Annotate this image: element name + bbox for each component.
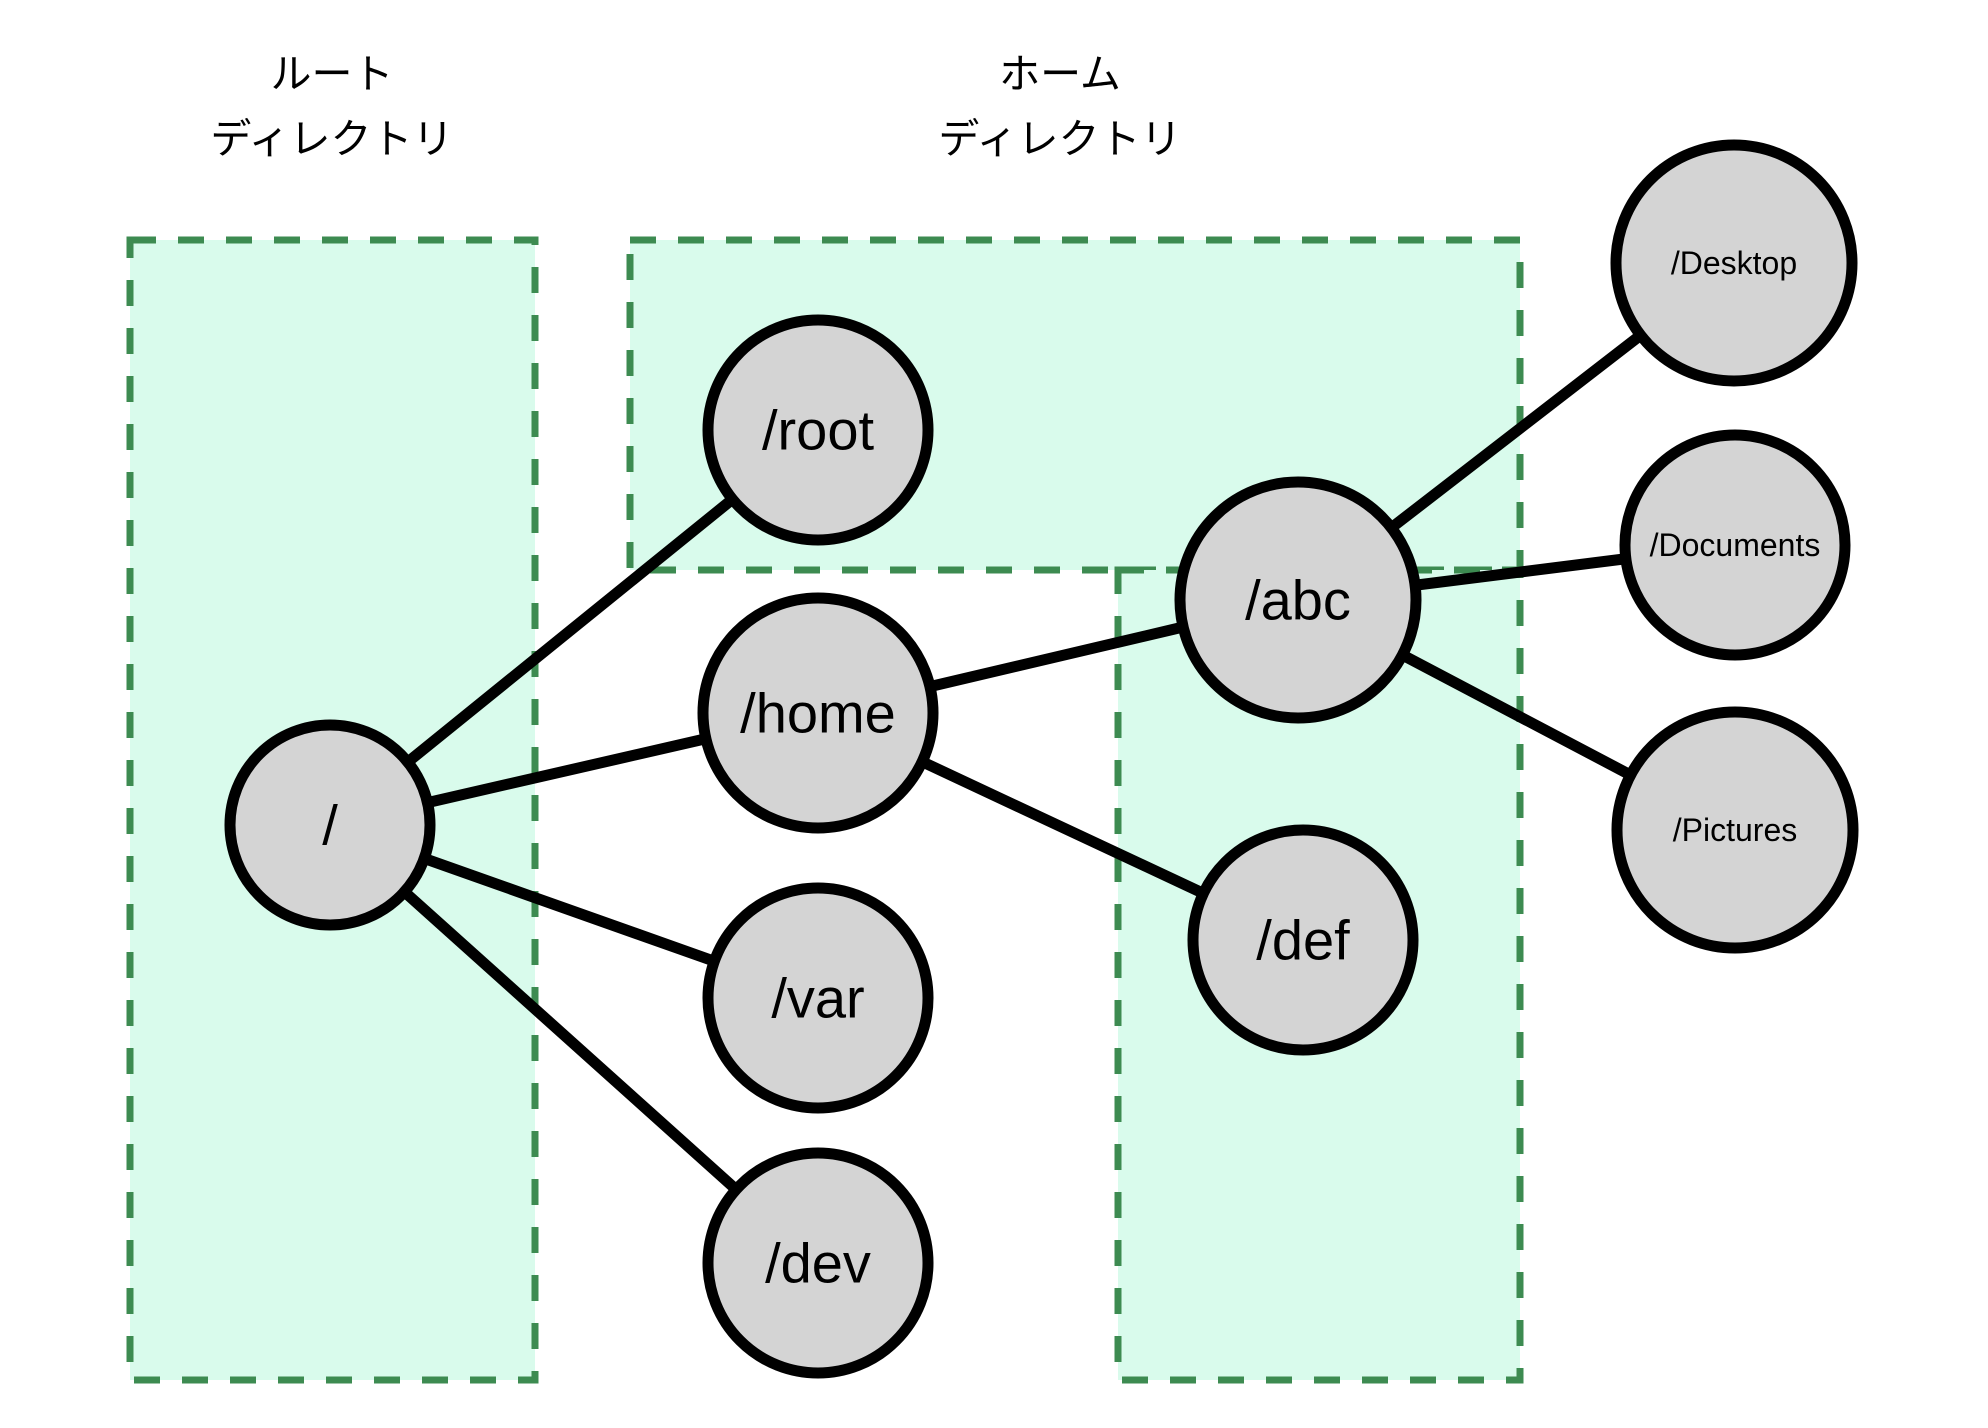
node-root-home-label: /root	[762, 399, 874, 462]
edge-root-to-var	[413, 850, 726, 969]
node-abc[interactable]: /abc	[1174, 476, 1422, 724]
edges-layer	[394, 325, 1651, 1200]
node-desktop[interactable]: /Desktop	[1610, 139, 1858, 387]
edge-abc-to-pictures	[1391, 646, 1642, 784]
node-def[interactable]: /def	[1187, 824, 1419, 1056]
root-directory-region-label-line2: ディレクトリ	[210, 116, 453, 162]
node-pictures[interactable]: /Pictures	[1611, 706, 1859, 954]
edge-abc-to-desktop	[1381, 325, 1651, 538]
home-directory-region-upper-label-line1: ホーム	[999, 51, 1121, 97]
node-desktop-circle[interactable]	[1610, 139, 1858, 387]
edge-root-to-rootdir	[397, 489, 743, 772]
node-abc-circle[interactable]	[1174, 476, 1422, 724]
edge-home-to-def	[911, 753, 1215, 902]
node-def-circle[interactable]	[1187, 824, 1419, 1056]
node-var-label: /var	[771, 967, 864, 1030]
node-root-home-circle[interactable]	[702, 314, 934, 546]
node-def-label: /def	[1256, 909, 1350, 972]
node-dev-circle[interactable]	[702, 1147, 934, 1379]
node-root-home[interactable]: /root	[702, 314, 934, 546]
node-desktop-label: /Desktop	[1671, 245, 1797, 281]
node-var[interactable]: /var	[702, 882, 934, 1114]
node-documents-label: /Documents	[1650, 527, 1821, 563]
node-root-circle[interactable]	[224, 719, 436, 931]
node-home[interactable]: /home	[697, 592, 939, 834]
node-dev[interactable]: /dev	[702, 1147, 934, 1379]
edge-root-to-home	[416, 731, 718, 810]
node-home-label: /home	[740, 682, 896, 745]
node-root[interactable]: /	[224, 719, 436, 931]
node-pictures-label: /Pictures	[1673, 812, 1797, 848]
node-root-label: /	[322, 794, 338, 857]
node-documents[interactable]: /Documents	[1619, 429, 1851, 661]
node-var-circle[interactable]	[702, 882, 934, 1114]
node-dev-label: /dev	[765, 1232, 871, 1295]
edge-root-to-dev	[394, 882, 747, 1200]
edge-home-to-abc	[918, 620, 1195, 694]
node-abc-label: /abc	[1245, 569, 1351, 632]
home-directory-region-upper-label-line2: ディレクトリ	[938, 116, 1181, 162]
root-directory-region-label-line1: ルート	[271, 51, 394, 97]
node-documents-circle[interactable]	[1619, 429, 1851, 661]
node-home-circle[interactable]	[697, 592, 939, 834]
nodes-layer: / /root/home/var/dev/abc/def/Desktop/Docu…	[224, 139, 1859, 1379]
node-pictures-circle[interactable]	[1611, 706, 1859, 954]
edge-abc-to-documents	[1403, 552, 1638, 592]
